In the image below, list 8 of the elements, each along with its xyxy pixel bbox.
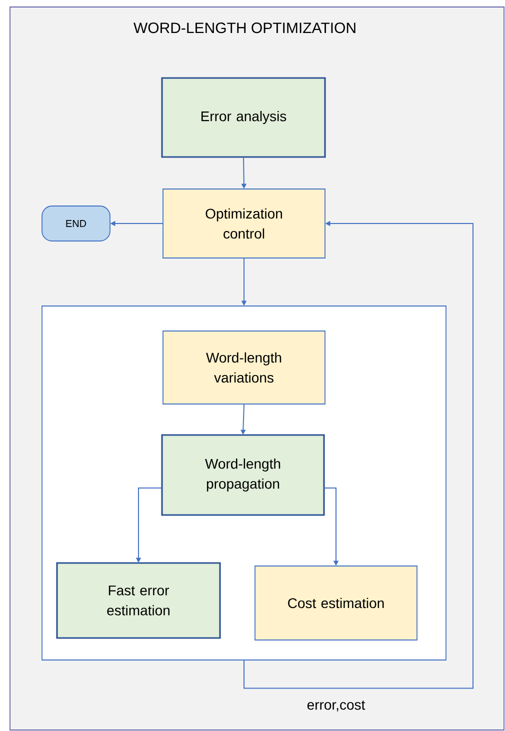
- process-box: Word-length propagation: [161, 434, 325, 516]
- process-box: Fast error estimation: [56, 562, 221, 639]
- terminator-box: END: [42, 206, 110, 242]
- process-box: Error analysis: [161, 77, 326, 158]
- process-box: Word-length variations: [162, 330, 326, 404]
- process-box: Optimization control: [162, 188, 326, 258]
- edge-label: error,cost: [306, 700, 366, 712]
- process-box: Cost estimation: [254, 566, 418, 640]
